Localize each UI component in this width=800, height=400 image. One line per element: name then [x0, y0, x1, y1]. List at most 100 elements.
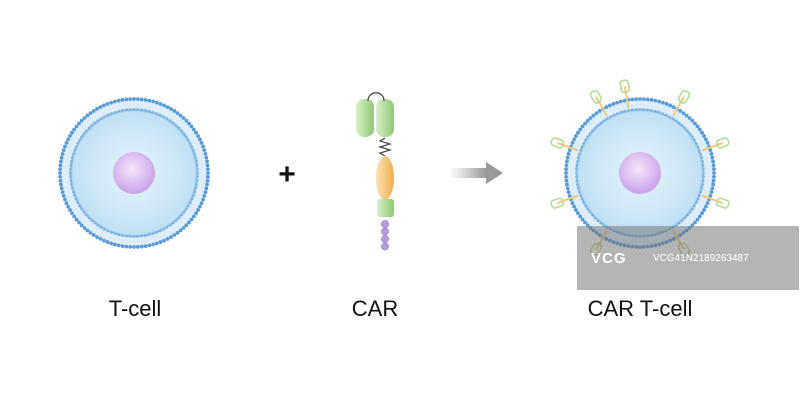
membrane-bead	[205, 163, 210, 168]
membrane-bead	[172, 233, 177, 237]
car-t-cell-label: CAR T-cell	[587, 296, 693, 321]
membrane-bead	[565, 155, 570, 160]
membrane-bead	[638, 97, 642, 101]
watermark-id: VCG41N2189263487	[653, 252, 749, 264]
membrane-bead	[697, 214, 702, 219]
membrane-bead	[564, 163, 569, 168]
membrane-bead	[116, 98, 121, 103]
membrane-bead	[169, 235, 173, 239]
membrane-bead	[95, 235, 99, 239]
membrane-bead	[622, 98, 627, 103]
membrane-bead	[158, 240, 163, 244]
membrane-bead	[189, 217, 194, 222]
membrane-bead	[660, 100, 665, 105]
membrane-bead	[618, 99, 623, 104]
membrane-bead	[566, 151, 571, 156]
receptor-head	[715, 197, 730, 209]
membrane-bead	[178, 228, 183, 233]
membrane-bead	[205, 182, 209, 187]
membrane-bead	[712, 174, 716, 179]
membrane-bead	[184, 118, 189, 123]
membrane-bead	[201, 144, 205, 149]
watermark-logo: VCG	[591, 249, 627, 267]
car-costim-domain	[377, 199, 394, 217]
membrane-bead	[567, 193, 572, 198]
membrane-bead	[98, 237, 103, 241]
membrane-bead	[105, 102, 110, 106]
membrane-bead	[597, 109, 602, 113]
membrane-bead	[668, 103, 672, 108]
membrane-bead	[112, 99, 117, 104]
membrane-bead	[570, 141, 575, 145]
membrane-bead	[139, 97, 144, 102]
membrane-bead	[147, 243, 152, 248]
membrane-bead	[59, 186, 64, 191]
receptor-head	[550, 197, 565, 209]
membrane-bead	[708, 193, 713, 198]
car-receptor	[356, 92, 394, 251]
receptor-stalk	[672, 96, 685, 117]
membrane-bead	[653, 98, 658, 103]
membrane-bead	[697, 127, 702, 132]
membrane-bead	[704, 204, 708, 209]
membrane-bead	[124, 244, 129, 249]
membrane-bead	[700, 211, 704, 216]
membrane-bead	[572, 137, 576, 142]
receptor-stalk	[701, 141, 724, 152]
membrane-bead	[641, 97, 646, 101]
membrane-bead	[95, 107, 99, 111]
membrane-bead	[120, 98, 125, 102]
membrane-bead	[203, 190, 208, 195]
membrane-bead	[711, 159, 715, 164]
membrane-bead	[206, 171, 210, 175]
membrane-bead	[693, 121, 697, 126]
car-transmembrane	[376, 156, 394, 200]
membrane-bead	[705, 201, 710, 206]
membrane-bead	[708, 148, 713, 153]
membrane-bead	[60, 151, 65, 156]
membrane-bead	[664, 102, 669, 106]
membrane-bead	[710, 155, 715, 160]
membrane-bead	[583, 220, 587, 225]
receptor-head	[589, 89, 603, 104]
membrane-bead	[151, 242, 156, 247]
membrane-bead	[199, 141, 204, 145]
watermark: VCG VCG41N2189263487	[577, 226, 799, 290]
receptor-stalk	[623, 86, 630, 109]
membrane-bead	[649, 98, 654, 102]
membrane-bead	[165, 105, 170, 109]
membrane-bead	[711, 178, 716, 183]
membrane-bead	[567, 148, 572, 153]
car-t-cell-nucleus	[619, 152, 661, 194]
membrane-bead	[578, 127, 583, 132]
car-linker	[367, 92, 385, 102]
membrane-bead	[162, 103, 167, 108]
membrane-bead	[143, 244, 148, 248]
plus-sign: +	[278, 158, 296, 191]
membrane-bead	[79, 223, 84, 228]
membrane-bead	[58, 171, 62, 175]
membrane-bead	[91, 233, 96, 237]
membrane-bead	[143, 98, 148, 102]
receptor-head	[550, 137, 565, 149]
membrane-bead	[162, 238, 167, 243]
membrane-bead	[580, 217, 585, 222]
membrane-bead	[712, 167, 716, 172]
membrane-bead	[702, 134, 706, 138]
membrane-bead	[690, 118, 695, 123]
membrane-bead	[63, 197, 67, 202]
membrane-bead	[72, 127, 77, 132]
membrane-bead	[205, 178, 210, 183]
membrane-bead	[695, 124, 700, 129]
membrane-bead	[91, 109, 96, 113]
car-cd3-zeta-domain	[381, 220, 389, 251]
membrane-bead	[135, 97, 140, 101]
membrane-bead	[172, 109, 177, 113]
arrow	[450, 162, 503, 184]
receptor-stalk	[701, 194, 724, 205]
membrane-bead	[154, 241, 159, 246]
membrane-bead	[687, 116, 692, 120]
membrane-bead	[70, 130, 74, 135]
membrane-bead	[565, 182, 569, 187]
